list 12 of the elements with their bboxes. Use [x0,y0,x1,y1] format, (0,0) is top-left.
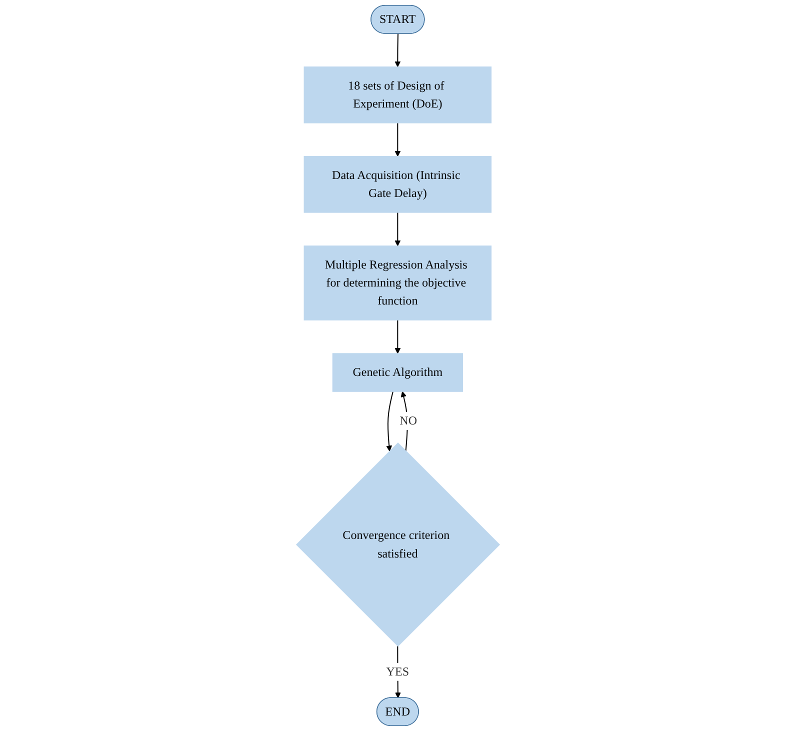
node-diamond: Convergence criterion satisfied [295,442,500,647]
node-box: Data Acquisition (Intrinsic Gate Delay) [303,156,492,213]
node-box: Genetic Algorithm [332,353,462,392]
node-box: Multiple Regression Analysis for determining the objective function [303,246,492,320]
arrow [386,391,393,452]
node-box: 18 sets of Design of Experiment (DoE) [303,66,492,124]
arrow [394,33,400,68]
edge-label: YES [386,664,409,678]
arrow [394,122,400,157]
arrow [394,320,400,354]
arrow [394,212,400,246]
edge-label: NO [399,414,417,428]
